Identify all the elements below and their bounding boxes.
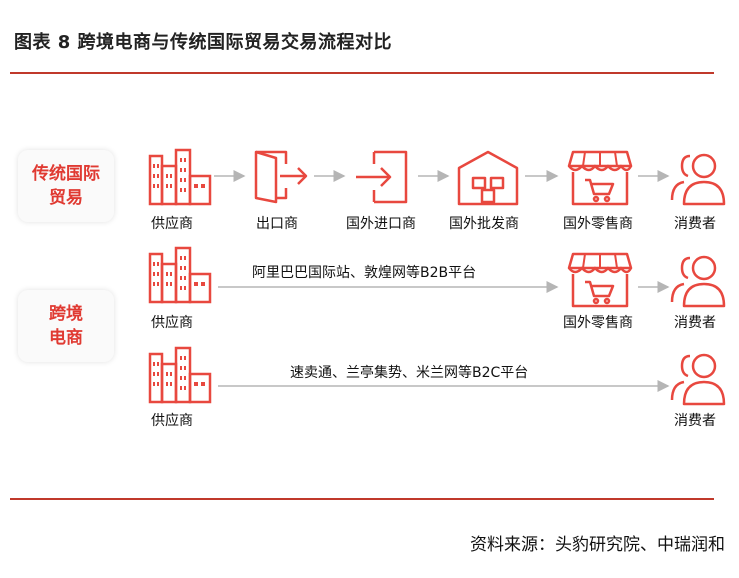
top-divider (10, 72, 714, 74)
category-crossborder-line1: 跨境 (49, 304, 83, 324)
row1-exporter-label: 出口商 (256, 216, 298, 232)
exit-door-icon (254, 150, 308, 204)
import-arrow-icon (356, 150, 408, 204)
row1-wholesaler-label: 国外批发商 (449, 216, 519, 232)
consumer-icon (670, 255, 726, 308)
factory-icon (148, 346, 212, 404)
category-crossborder-line2: 电商 (49, 328, 83, 348)
row2-b2b-platform-label: 阿里巴巴国际站、敦煌网等B2B平台 (252, 265, 477, 281)
source-note: 资料来源：头豹研究院、中瑞润和 (470, 535, 725, 555)
row1-retailer-label: 国外零售商 (563, 216, 633, 232)
row3-b2c-platform-label: 速卖通、兰亭集势、米兰网等B2C平台 (290, 365, 529, 381)
row2-consumer-label: 消费者 (674, 315, 716, 331)
figure-title: 图表 8 跨境电商与传统国际贸易交易流程对比 (14, 32, 393, 53)
shop-icon (567, 150, 633, 206)
row1-importer-label: 国外进口商 (346, 216, 416, 232)
row2-retailer-label: 国外零售商 (563, 315, 633, 331)
warehouse-icon (457, 150, 519, 206)
factory-icon (148, 246, 212, 304)
consumer-icon (670, 153, 726, 206)
row1-consumer-label: 消费者 (674, 216, 716, 232)
factory-icon (148, 148, 212, 206)
bottom-divider (10, 498, 714, 500)
row1-supplier-label: 供应商 (151, 216, 193, 232)
category-traditional-trade: 传统国际 贸易 (18, 150, 114, 222)
row3-consumer-label: 消费者 (674, 413, 716, 429)
category-traditional-line2: 贸易 (49, 188, 83, 208)
category-cross-border-ecommerce: 跨境 电商 (18, 290, 114, 362)
category-traditional-line1: 传统国际 (32, 164, 100, 184)
row3-supplier-label: 供应商 (151, 413, 193, 429)
consumer-icon (670, 353, 726, 406)
shop-icon (567, 252, 633, 308)
row2-supplier-label: 供应商 (151, 315, 193, 331)
